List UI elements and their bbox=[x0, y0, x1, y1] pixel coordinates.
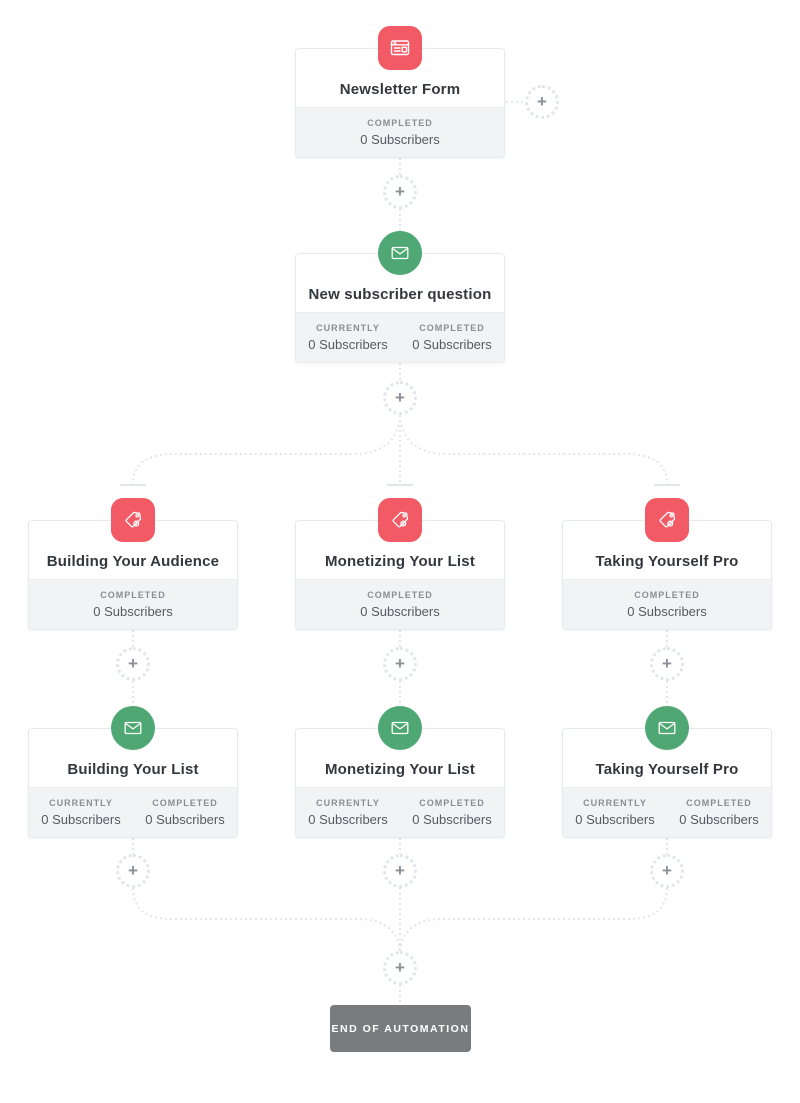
add-step-button[interactable]: + bbox=[383, 647, 417, 681]
stat-label: COMPLETED bbox=[367, 590, 433, 600]
plus-icon: + bbox=[537, 91, 547, 111]
step-card-taking-yourself-pro-email[interactable]: Taking Yourself Pro CURRENTLY 0 Subscrib… bbox=[562, 706, 772, 838]
stat-label: COMPLETED bbox=[152, 798, 218, 808]
step-title: New subscriber question bbox=[308, 286, 492, 303]
stat-label: COMPLETED bbox=[686, 798, 752, 808]
step-stats: CURRENTLY 0 Subscribers COMPLETED 0 Subs… bbox=[563, 787, 771, 837]
add-step-button[interactable]: + bbox=[383, 175, 417, 209]
tag-icon bbox=[378, 498, 422, 542]
step-stats: CURRENTLY 0 Subscribers COMPLETED 0 Subs… bbox=[296, 787, 504, 837]
step-title: Monetizing Your List bbox=[324, 553, 476, 570]
step-stats: COMPLETED 0 Subscribers bbox=[296, 107, 504, 157]
tag-icon bbox=[645, 498, 689, 542]
step-title: Newsletter Form bbox=[339, 81, 461, 98]
plus-icon: + bbox=[662, 653, 672, 673]
stat-label: COMPLETED bbox=[419, 798, 485, 808]
step-stats: CURRENTLY 0 Subscribers COMPLETED 0 Subs… bbox=[29, 787, 237, 837]
end-of-automation-label: END OF AUTOMATION bbox=[331, 1022, 470, 1035]
add-step-button[interactable]: + bbox=[116, 647, 150, 681]
stat-label: CURRENTLY bbox=[583, 798, 647, 808]
step-card-monetizing-your-list-email[interactable]: Monetizing Your List CURRENTLY 0 Subscri… bbox=[295, 706, 505, 838]
form-icon bbox=[378, 26, 422, 70]
envelope-icon bbox=[378, 706, 422, 750]
plus-icon: + bbox=[395, 387, 405, 407]
envelope-icon bbox=[645, 706, 689, 750]
step-stats: COMPLETED 0 Subscribers bbox=[296, 579, 504, 629]
step-title: Monetizing Your List bbox=[324, 761, 476, 778]
stat-label: COMPLETED bbox=[419, 323, 485, 333]
stat-value: 0 Subscribers bbox=[575, 812, 655, 827]
add-step-button[interactable]: + bbox=[525, 85, 559, 119]
stat-label: CURRENTLY bbox=[316, 798, 380, 808]
add-step-button[interactable]: + bbox=[383, 854, 417, 888]
plus-icon: + bbox=[395, 181, 405, 201]
add-step-button[interactable]: + bbox=[650, 647, 684, 681]
step-title: Taking Yourself Pro bbox=[595, 761, 739, 778]
step-card-new-subscriber-question[interactable]: New subscriber question CURRENTLY 0 Subs… bbox=[295, 231, 505, 363]
step-stats: CURRENTLY 0 Subscribers COMPLETED 0 Subs… bbox=[296, 312, 504, 362]
end-of-automation-node: END OF AUTOMATION bbox=[330, 1005, 471, 1052]
stat-value: 0 Subscribers bbox=[145, 812, 225, 827]
stat-value: 0 Subscribers bbox=[308, 812, 388, 827]
stat-label: COMPLETED bbox=[634, 590, 700, 600]
step-title: Taking Yourself Pro bbox=[595, 553, 739, 570]
plus-icon: + bbox=[128, 860, 138, 880]
add-step-button[interactable]: + bbox=[383, 381, 417, 415]
stat-value: 0 Subscribers bbox=[679, 812, 759, 827]
add-step-button[interactable]: + bbox=[116, 854, 150, 888]
plus-icon: + bbox=[662, 860, 672, 880]
stat-label: CURRENTLY bbox=[49, 798, 113, 808]
stat-value: 0 Subscribers bbox=[412, 812, 492, 827]
step-title: Building Your List bbox=[67, 761, 199, 778]
step-stats: COMPLETED 0 Subscribers bbox=[29, 579, 237, 629]
plus-icon: + bbox=[395, 860, 405, 880]
stat-value: 0 Subscribers bbox=[360, 604, 440, 619]
stat-value: 0 Subscribers bbox=[360, 132, 440, 147]
stat-label: CURRENTLY bbox=[316, 323, 380, 333]
stat-value: 0 Subscribers bbox=[93, 604, 173, 619]
add-step-button[interactable]: + bbox=[650, 854, 684, 888]
add-step-button[interactable]: + bbox=[383, 951, 417, 985]
tag-icon bbox=[111, 498, 155, 542]
envelope-icon bbox=[378, 231, 422, 275]
stat-label: COMPLETED bbox=[100, 590, 166, 600]
step-card-newsletter-form[interactable]: Newsletter Form COMPLETED 0 Subscribers bbox=[295, 26, 505, 158]
step-title: Building Your Audience bbox=[46, 553, 220, 570]
plus-icon: + bbox=[395, 653, 405, 673]
step-card-taking-yourself-pro-tag[interactable]: Taking Yourself Pro COMPLETED 0 Subscrib… bbox=[562, 498, 772, 630]
stat-value: 0 Subscribers bbox=[41, 812, 121, 827]
plus-icon: + bbox=[395, 957, 405, 977]
plus-icon: + bbox=[128, 653, 138, 673]
step-stats: COMPLETED 0 Subscribers bbox=[563, 579, 771, 629]
stat-value: 0 Subscribers bbox=[308, 337, 388, 352]
step-card-building-your-audience[interactable]: Building Your Audience COMPLETED 0 Subsc… bbox=[28, 498, 238, 630]
step-card-monetizing-your-list-tag[interactable]: Monetizing Your List COMPLETED 0 Subscri… bbox=[295, 498, 505, 630]
stat-label: COMPLETED bbox=[367, 118, 433, 128]
step-card-building-your-list[interactable]: Building Your List CURRENTLY 0 Subscribe… bbox=[28, 706, 238, 838]
stat-value: 0 Subscribers bbox=[627, 604, 707, 619]
envelope-icon bbox=[111, 706, 155, 750]
stat-value: 0 Subscribers bbox=[412, 337, 492, 352]
